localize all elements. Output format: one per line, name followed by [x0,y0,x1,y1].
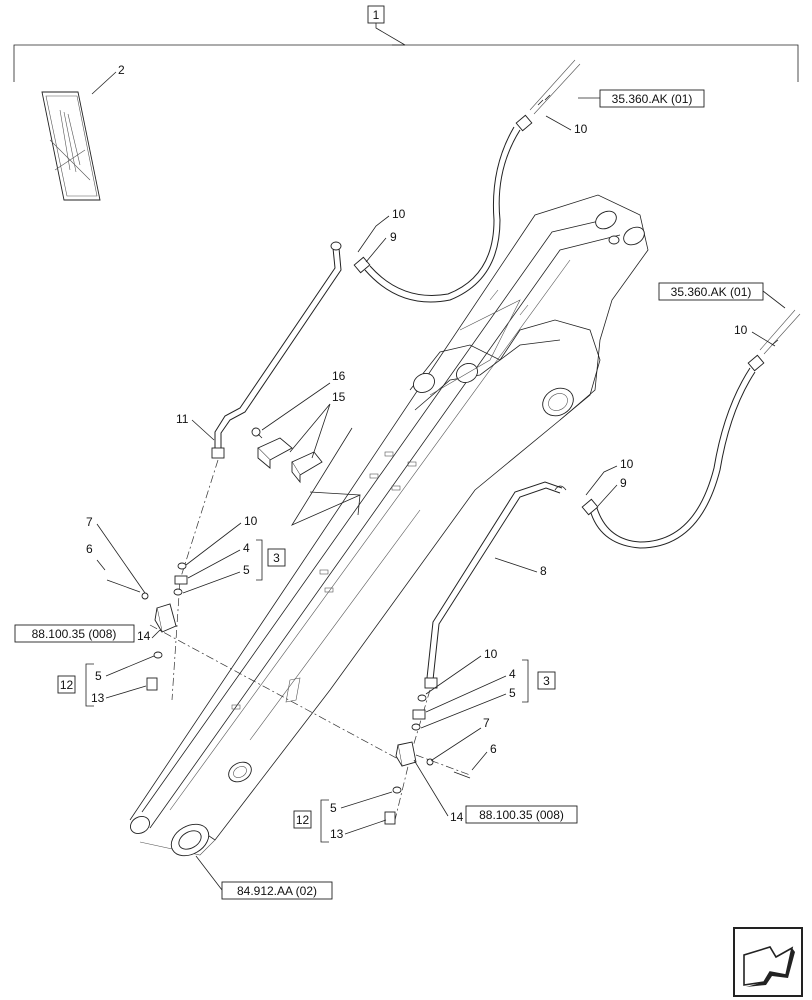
label-part-9-mid: 9 [620,476,627,490]
right-hydraulic-line [424,309,801,689]
label-part-10-stackR: 10 [484,647,498,661]
label-part-12-right: 12 [296,813,310,827]
label-part-5-left: 5 [243,563,250,577]
label-part-14-right: 14 [450,810,464,824]
label-part-10-mid: 10 [620,457,634,471]
assembly-bracket: 1 [13,5,799,82]
left-hydraulic-line [211,59,581,459]
label-part-10-stackL: 10 [244,514,258,528]
label-part-6-left: 6 [86,542,93,556]
ref-boom-pin: 84.912.AA (02) [237,884,317,898]
label-part-5-lower-left: 5 [95,669,102,683]
label-part-13-left: 13 [91,691,105,705]
label-part-4-left: 4 [243,541,250,555]
left-fitting-stack [106,459,401,761]
label-part-5-lower-right: 5 [330,801,337,815]
label-part-7-right: 7 [483,716,490,730]
label-part-15: 15 [332,390,346,404]
label-part-6-right: 6 [490,742,497,756]
label-part-11: 11 [176,412,189,426]
label-part-8: 8 [540,564,547,578]
next-page-arrow-icon[interactable] [733,927,803,997]
label-part-4-right: 4 [509,667,516,681]
manual-booklet-icon [41,91,101,201]
label-part-9-left: 9 [390,230,397,244]
label-part-5-right: 5 [509,686,516,700]
label-part-10-left: 10 [392,207,406,221]
label-part-7-left: 7 [86,515,93,529]
right-fitting-stack [384,689,471,825]
ref-right: 35.360.AK (01) [671,285,752,299]
label-part-12-left: 12 [60,678,74,692]
label-part-16: 16 [332,369,346,383]
label-part-10-top: 10 [574,122,588,136]
assembly-number: 1 [373,8,380,22]
label-part-10-right: 10 [734,323,748,337]
ref-left-block: 88.100.35 (008) [32,627,117,641]
label-part-14-left: 14 [137,629,151,643]
label-part-3-right: 3 [543,674,550,688]
clamp-parts [251,427,323,484]
ref-top: 35.360.AK (01) [612,92,693,106]
boom-arm [129,194,649,857]
ref-right-block: 88.100.35 (008) [479,808,564,822]
label-part-13-right: 13 [330,827,344,841]
label-part-2: 2 [118,63,125,77]
label-part-3-left: 3 [273,551,280,565]
